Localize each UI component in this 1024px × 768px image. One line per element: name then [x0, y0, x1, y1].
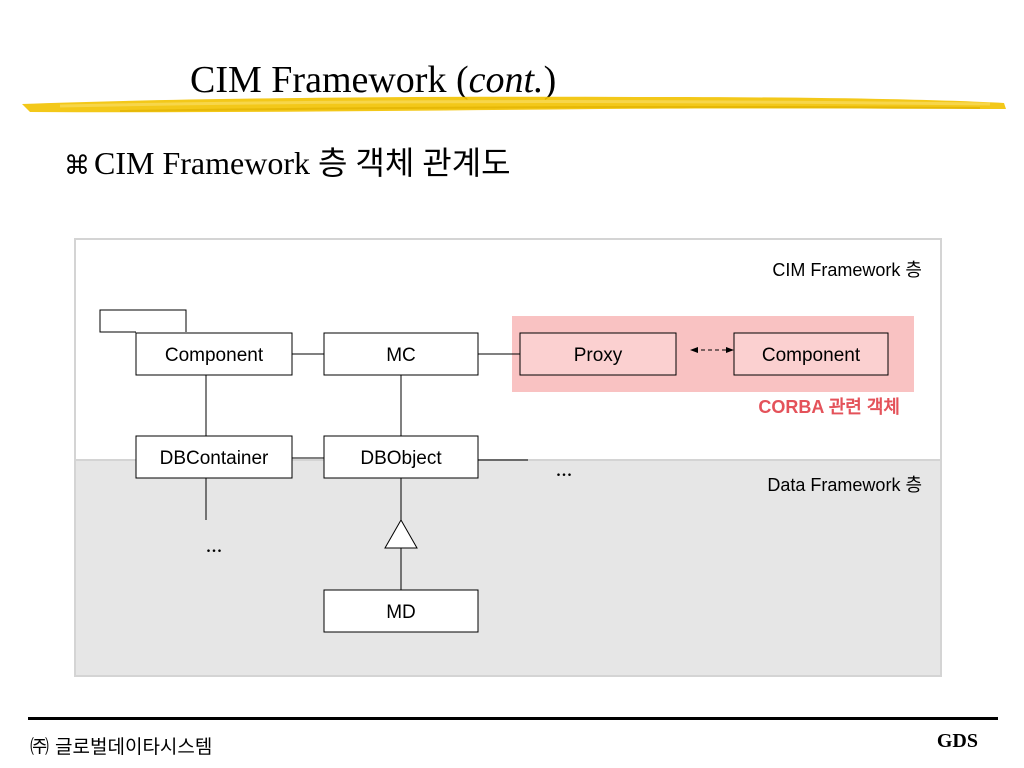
slide-title: CIM Framework (cont.)	[190, 58, 556, 102]
ellipsis-right: ...	[556, 456, 573, 481]
title-main: CIM Framework (	[190, 59, 469, 101]
footer-divider	[28, 717, 998, 720]
box-dbobject: DBObject	[323, 435, 479, 479]
bullet-icon: ⌘	[64, 151, 90, 181]
box-component-left-label: Component	[165, 345, 264, 366]
arrow-left-icon	[690, 347, 698, 353]
inheritance-triangle	[384, 518, 418, 549]
box-dbobject-label: DBObject	[360, 448, 442, 469]
subtitle-text: CIM Framework 층 객체 관계도	[94, 145, 511, 181]
box-component-right-label: Component	[762, 345, 861, 366]
arrow-right-icon	[726, 347, 734, 353]
subtitle: ⌘CIM Framework 층 객체 관계도	[64, 138, 511, 184]
footer-brand: GDS	[936, 730, 978, 752]
box-component-left: Component	[135, 332, 293, 376]
corba-label: CORBA 관련 객체	[758, 397, 900, 417]
ellipsis-left: ...	[206, 532, 223, 557]
box-md-label: MD	[386, 602, 416, 623]
box-proxy: Proxy	[519, 332, 677, 376]
box-proxy-label: Proxy	[574, 345, 623, 366]
data-layer-region	[74, 459, 942, 677]
cim-layer-label: CIM Framework 층	[772, 260, 922, 280]
data-layer-label: Data Framework 층	[767, 475, 922, 495]
box-md: MD	[323, 589, 479, 633]
box-dbcontainer-label: DBContainer	[160, 448, 269, 469]
box-dbcontainer: DBContainer	[135, 435, 293, 479]
footer-company: ㈜ 글로벌데이타시스템	[30, 736, 213, 758]
box-component-right: Component	[733, 332, 889, 376]
title-italic: cont.	[468, 59, 544, 101]
title-end: )	[543, 59, 557, 101]
title-underline-brush	[22, 96, 1006, 113]
self-association-line	[99, 309, 187, 333]
box-mc-label: MC	[386, 345, 416, 366]
box-mc: MC	[323, 332, 479, 376]
object-relationship-diagram: CIM Framework 층 Data Framework 층 CORBA 관…	[74, 238, 942, 677]
